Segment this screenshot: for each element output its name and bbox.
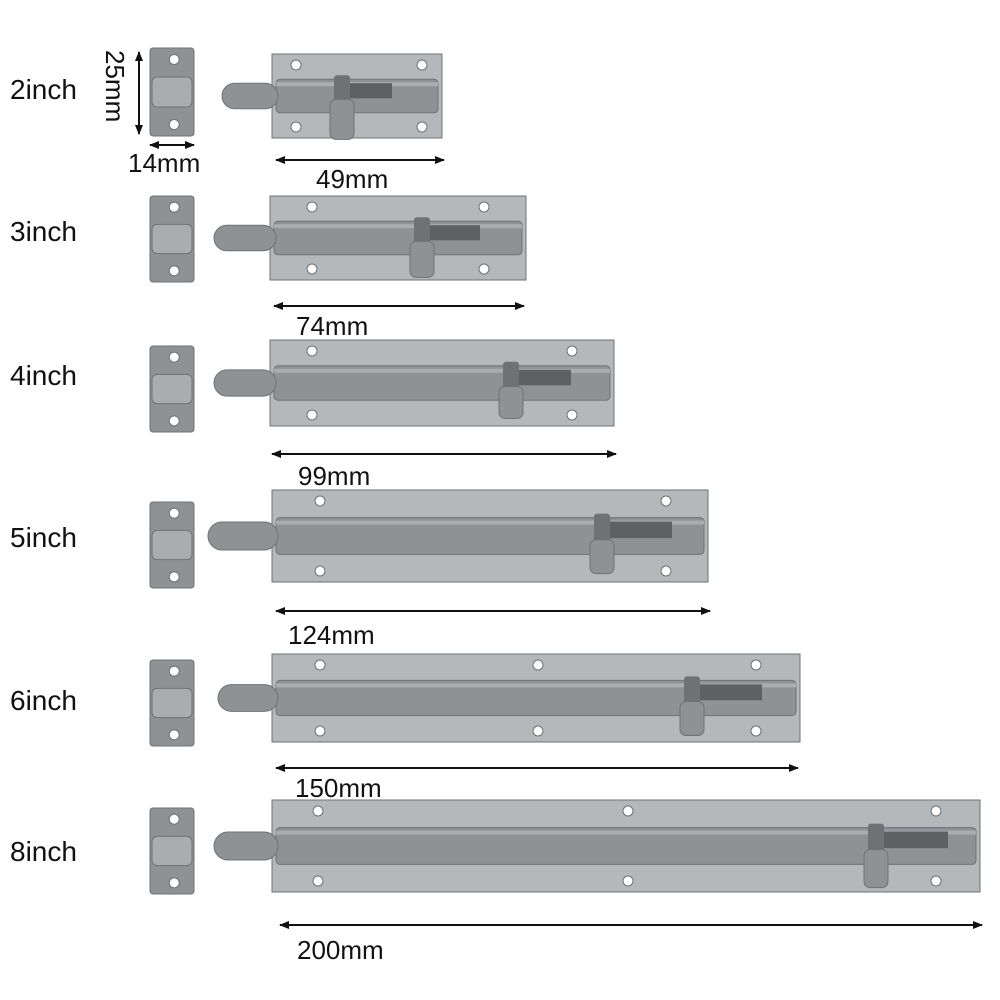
plate-screw-hole (622, 875, 634, 887)
size-label-6inch: 6inch (10, 685, 77, 716)
barrel-highlight (276, 520, 704, 525)
barrel-highlight (274, 224, 522, 229)
keeper-height-label: 25mm (100, 50, 130, 123)
keeper-loop (151, 687, 193, 719)
plate-screw-hole (532, 725, 544, 737)
keeper-screw-hole (168, 119, 180, 131)
bolt-tip (213, 369, 277, 397)
knob-handle (329, 98, 355, 140)
keeper-screw-hole (168, 265, 180, 277)
plate-screw-hole (312, 875, 324, 887)
keeper-screw-hole (168, 729, 180, 741)
size-label-8inch: 8inch (10, 836, 77, 867)
bolt-slot (602, 521, 672, 539)
size-label-2inch: 2inch (10, 74, 77, 105)
bolt-tip (217, 684, 279, 712)
keeper-loop (151, 529, 193, 561)
knob-handle (409, 240, 435, 278)
barrel-highlight (276, 683, 796, 688)
keeper-loop (151, 76, 193, 108)
plate-screw-hole (306, 263, 318, 275)
bolt-slot (876, 831, 948, 849)
plate-screw-hole (622, 805, 634, 817)
bolt-slot (692, 684, 762, 701)
plate-screw-hole (290, 121, 302, 133)
size-label-3inch: 3inch (10, 216, 77, 247)
bolt-tip (207, 521, 279, 551)
bolt-tip (213, 224, 277, 252)
barrel-highlight (276, 830, 976, 835)
keeper-screw-hole (168, 351, 180, 363)
plate-screw-hole (416, 121, 428, 133)
length-label-8inch: 200mm (297, 935, 384, 965)
keeper-screw-hole (168, 813, 180, 825)
keeper-loop (151, 223, 193, 255)
keeper-screw-hole (168, 877, 180, 889)
barrel-bolt-2inch (149, 47, 445, 164)
plate-screw-hole (312, 805, 324, 817)
bolt-slot (422, 225, 480, 241)
bolt-slot (342, 83, 392, 99)
plate-screw-hole (566, 409, 578, 421)
plate-screw-hole (416, 59, 428, 71)
plate-screw-hole (660, 565, 672, 577)
plate-screw-hole (660, 495, 672, 507)
keeper-screw-hole (168, 415, 180, 427)
knob-handle (498, 385, 524, 419)
barrel-bolt-5inch (149, 489, 711, 615)
barrel-bolt-8inch (149, 799, 983, 929)
bolt-tip (221, 82, 279, 110)
size-label-4inch: 4inch (10, 360, 77, 391)
plate-screw-hole (306, 201, 318, 213)
plate-screw-hole (478, 201, 490, 213)
barrel-bolt-3inch (149, 195, 527, 310)
knob-handle (679, 701, 705, 737)
keeper-loop (151, 373, 193, 405)
keeper-screw-hole (168, 665, 180, 677)
plate-screw-hole (750, 725, 762, 737)
length-label-6inch: 150mm (295, 773, 382, 803)
plate-screw-hole (314, 659, 326, 671)
barrel-highlight (274, 368, 610, 373)
length-label-3inch: 74mm (296, 311, 369, 341)
plate-screw-hole (930, 875, 942, 887)
size-label-5inch: 5inch (10, 522, 77, 553)
plate-screw-hole (478, 263, 490, 275)
bolt-slot (511, 369, 571, 386)
plate-screw-hole (750, 659, 762, 671)
knob-handle (589, 539, 615, 575)
plate-screw-hole (306, 345, 318, 357)
length-label-5inch: 124mm (288, 620, 375, 650)
keeper-screw-hole (168, 201, 180, 213)
barrel-bolt-4inch (149, 339, 617, 458)
keeper-screw-hole (168, 53, 180, 65)
keeper-screw-hole (168, 507, 180, 519)
length-label-2inch: 49mm (316, 164, 389, 194)
bolt-tip (213, 831, 279, 861)
plate-screw-hole (930, 805, 942, 817)
plate-screw-hole (306, 409, 318, 421)
plate-screw-hole (290, 59, 302, 71)
plate-screw-hole (314, 725, 326, 737)
keeper-loop (151, 835, 193, 867)
plate-screw-hole (314, 495, 326, 507)
plate-screw-hole (532, 659, 544, 671)
plate-screw-hole (314, 565, 326, 577)
keeper-width-label: 14mm (128, 148, 201, 178)
barrel-bolt-6inch (149, 653, 801, 772)
keeper-screw-hole (168, 571, 180, 583)
length-label-4inch: 99mm (298, 461, 371, 491)
plate-screw-hole (566, 345, 578, 357)
knob-handle (863, 849, 889, 889)
